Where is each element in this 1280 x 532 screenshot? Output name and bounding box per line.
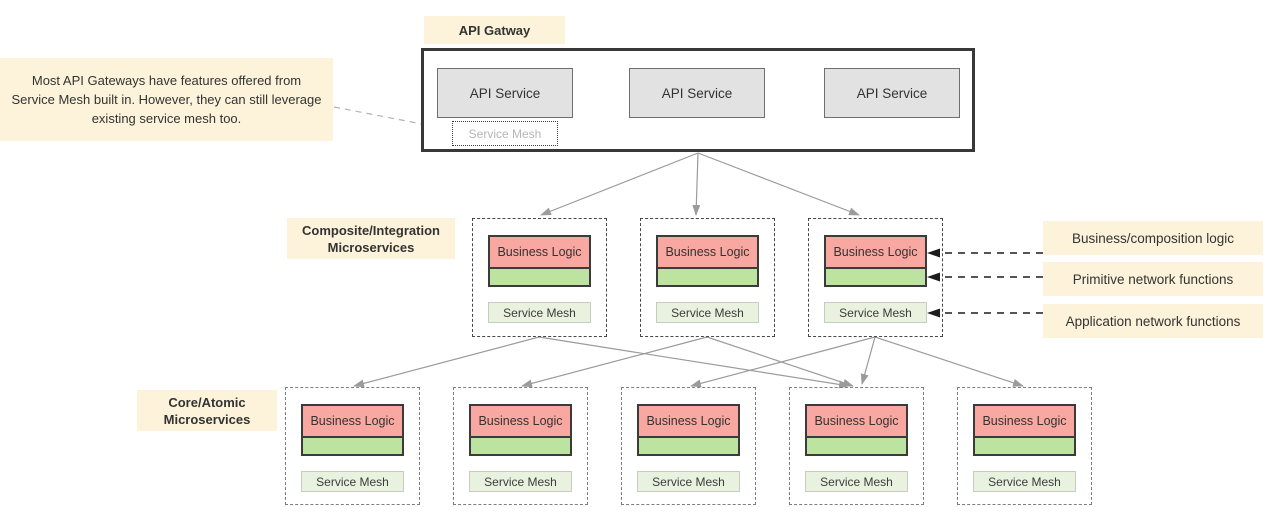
edge-api-gateway-to-composite-1 — [540, 152, 699, 216]
api-service-box: API Service — [629, 68, 765, 118]
core-row-label: Core/Atomic Microservices — [137, 390, 277, 431]
business-logic-box: Business Logic — [973, 404, 1076, 438]
edge-api-gateway-to-composite-2 — [692, 152, 701, 216]
legend-item: Primitive network functions — [1043, 262, 1263, 296]
service-mesh-box: Service Mesh — [824, 302, 927, 323]
core-microservice-box: Business Logic Service Mesh — [621, 387, 756, 505]
edge-composite-3-to-core-4 — [860, 336, 876, 385]
legend-item: Application network functions — [1043, 304, 1263, 338]
core-microservice-box: Business Logic Service Mesh — [453, 387, 588, 505]
api-gateway-title: API Gatway — [424, 16, 565, 44]
edge-composite-3-to-core-5 — [874, 336, 1024, 387]
api-service-box: API Service — [824, 68, 960, 118]
note-callout: Most API Gateways have features offered … — [0, 58, 333, 141]
composite-microservice-box: Business Logic Service Mesh — [808, 218, 943, 337]
network-functions-strip — [824, 267, 927, 287]
service-mesh-box: Service Mesh — [637, 471, 740, 492]
network-functions-strip — [973, 436, 1076, 456]
edge-composite-2-to-core-4 — [706, 336, 854, 387]
legend-item: Business/composition logic — [1043, 221, 1263, 255]
business-logic-box: Business Logic — [824, 235, 927, 269]
core-microservice-box: Business Logic Service Mesh — [285, 387, 420, 505]
composite-row-label: Composite/Integration Microservices — [287, 218, 455, 259]
business-logic-box: Business Logic — [488, 235, 591, 269]
gateway-service-mesh-box: Service Mesh — [452, 121, 558, 146]
api-service-box: API Service — [437, 68, 573, 118]
service-mesh-box: Service Mesh — [805, 471, 908, 492]
core-microservice-box: Business Logic Service Mesh — [789, 387, 924, 505]
business-logic-box: Business Logic — [656, 235, 759, 269]
service-mesh-box: Service Mesh — [973, 471, 1076, 492]
service-mesh-box: Service Mesh — [488, 302, 591, 323]
service-mesh-box: Service Mesh — [301, 471, 404, 492]
edge-composite-1-to-core-4 — [538, 336, 850, 389]
composite-microservice-box: Business Logic Service Mesh — [640, 218, 775, 337]
business-logic-box: Business Logic — [637, 404, 740, 438]
network-functions-strip — [301, 436, 404, 456]
core-microservice-box: Business Logic Service Mesh — [957, 387, 1092, 505]
network-functions-strip — [469, 436, 572, 456]
business-logic-box: Business Logic — [469, 404, 572, 438]
composite-microservice-box: Business Logic Service Mesh — [472, 218, 607, 337]
edge-api-gateway-to-composite-3 — [697, 152, 860, 216]
business-logic-box: Business Logic — [301, 404, 404, 438]
network-functions-strip — [637, 436, 740, 456]
edge-composite-2-to-core-2 — [521, 336, 708, 388]
service-mesh-box: Service Mesh — [656, 302, 759, 323]
business-logic-box: Business Logic — [805, 404, 908, 438]
network-functions-strip — [805, 436, 908, 456]
network-functions-strip — [656, 267, 759, 287]
note-text: Most API Gateways have features offered … — [11, 73, 322, 126]
edge-composite-3-to-core-3 — [690, 336, 876, 388]
edge-composite-1-to-core-1 — [353, 336, 540, 388]
network-functions-strip — [488, 267, 591, 287]
service-mesh-box: Service Mesh — [469, 471, 572, 492]
